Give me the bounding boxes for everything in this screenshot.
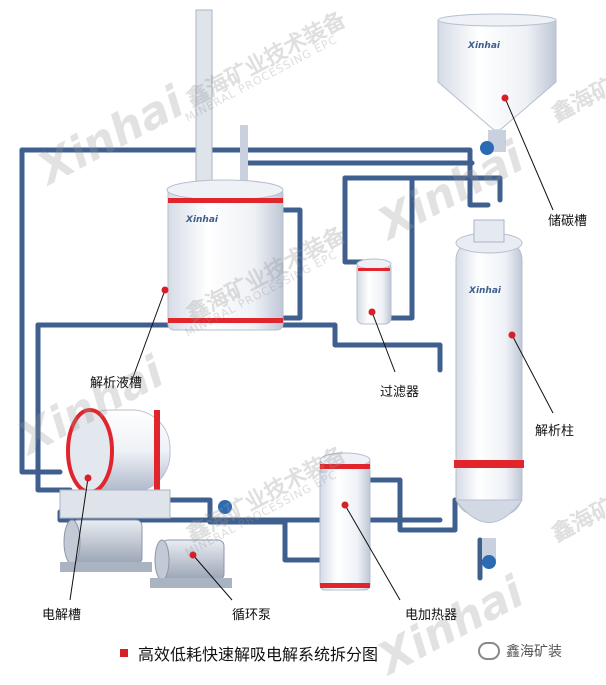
label-electrolytic-cell: 电解槽 xyxy=(42,608,82,623)
brand-tag: 鑫海矿装 xyxy=(478,641,562,661)
label-storage-tank: 储碳槽 xyxy=(548,214,588,229)
label-circulation-pump: 循环泵 xyxy=(232,608,272,623)
desorption-column: Xinhai xyxy=(454,219,524,569)
pipe-top-horizontal xyxy=(19,147,473,178)
callout-dots xyxy=(84,94,516,559)
brand-tag-text: 鑫海矿装 xyxy=(506,644,562,660)
wechat-icon xyxy=(478,642,500,660)
pipe-heater-to-column xyxy=(367,477,458,533)
pipe-left-drop xyxy=(35,322,73,493)
caption-bullet xyxy=(120,649,128,657)
pipe-column-top xyxy=(467,172,491,208)
label-desorption-column: 解析柱 xyxy=(535,424,575,439)
column-logo: Xinhai xyxy=(468,286,502,296)
circulation-pump-2 xyxy=(150,500,232,588)
pipe-tank-right xyxy=(280,207,303,321)
label-electric-heater: 电加热器 xyxy=(405,608,458,623)
figure-caption: 高效低耗快速解吸电解系统拆分图 xyxy=(120,641,378,665)
pipe-network xyxy=(19,147,503,581)
caption-text: 高效低耗快速解吸电解系统拆分图 xyxy=(138,645,379,664)
pipe-right-top xyxy=(342,175,503,203)
pipe-right-loop xyxy=(342,175,371,265)
storage-tank: Xinhai xyxy=(437,13,557,155)
strip-liquid-tank: Xinhai xyxy=(166,9,284,331)
electric-heater xyxy=(319,452,371,591)
storage-tank-logo: Xinhai xyxy=(467,41,501,51)
electrolytic-cell xyxy=(59,408,171,519)
pipe-top-main xyxy=(19,147,63,475)
label-filter: 过滤器 xyxy=(380,385,420,400)
callout-pointers xyxy=(69,97,554,601)
strip-tank-logo: Xinhai xyxy=(185,215,219,225)
label-strip-liquid-tank: 解析液槽 xyxy=(90,376,143,391)
circulation-pump-1 xyxy=(60,519,152,572)
filter xyxy=(356,258,392,325)
